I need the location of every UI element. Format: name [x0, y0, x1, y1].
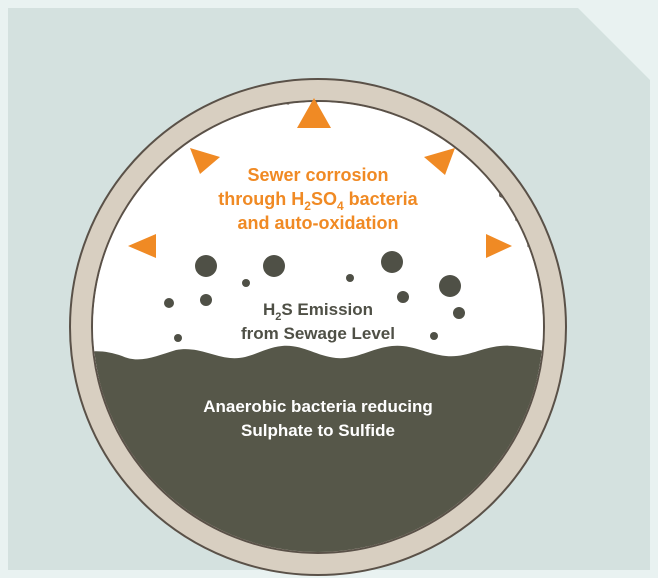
gas-bubble-icon	[346, 274, 354, 282]
gas-bubble-icon	[381, 251, 403, 273]
corrosion-label-line2: through H2SO4 bacteria	[218, 189, 418, 213]
corrosion-label-line1: Sewer corrosion	[247, 165, 388, 185]
gas-bubble-icon	[195, 255, 217, 277]
triangle-arrow-icon	[297, 98, 331, 128]
gas-bubble-icon	[453, 307, 465, 319]
triangle-arrow-icon	[190, 148, 220, 174]
bacteria-label-line2: Sulphate to Sulfide	[241, 421, 395, 440]
bacteria-label-line1: Anaerobic bacteria reducing	[203, 397, 433, 416]
gas-bubble-icon	[200, 294, 212, 306]
gas-bubble-icon	[397, 291, 409, 303]
gas-bubble-icon	[174, 334, 182, 342]
bacteria-label: Anaerobic bacteria reducing Sulphate to …	[203, 397, 433, 440]
triangle-arrow-icon	[424, 148, 455, 175]
gas-bubble-icon	[439, 275, 461, 297]
emission-label-line2: from Sewage Level	[241, 324, 395, 343]
corrosion-label: Sewer corrosion through H2SO4 bacteria a…	[218, 165, 418, 233]
gas-bubble-icon	[242, 279, 250, 287]
corrosion-label-line3: and auto-oxidation	[238, 213, 399, 233]
triangle-arrow-icon	[486, 234, 512, 258]
gas-bubble-icon	[430, 332, 438, 340]
gas-bubble-icon	[164, 298, 174, 308]
emission-label-line1: H2S Emission	[263, 300, 373, 323]
triangle-arrow-icon	[128, 234, 156, 258]
emission-label: H2S Emission from Sewage Level	[241, 300, 395, 343]
gas-bubble-icon	[263, 255, 285, 277]
